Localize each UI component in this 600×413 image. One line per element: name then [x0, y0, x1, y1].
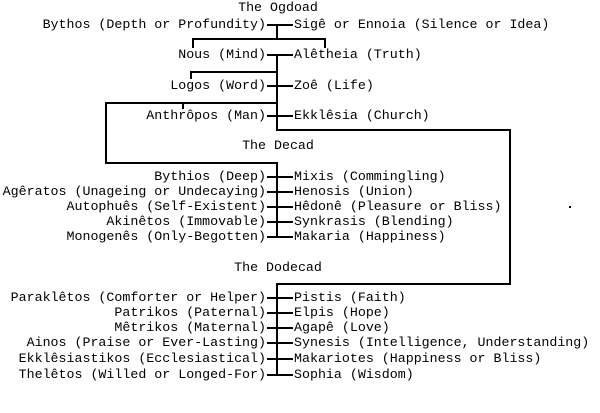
branch-drop [324, 38, 326, 48]
aeon-name-left: Monogenês (Only-Begotten) [66, 229, 267, 244]
aeon-name-right: Alêtheia (Truth) [294, 47, 422, 62]
aeon-name-left: Mêtrikos (Maternal) [114, 320, 266, 335]
branch-bar [190, 71, 278, 73]
right-bend-line [276, 129, 511, 131]
aeon-name-left: Anthrôpos (Man) [146, 108, 266, 123]
stem-line [276, 24, 278, 40]
aeon-name-left: Nous (Mind) [178, 47, 266, 62]
aeon-name-left: Agêratos (Unageing or Undecaying) [2, 184, 266, 199]
aeon-name-left: Paraklêtos (Comforter or Helper) [10, 290, 266, 305]
aeon-name-left: Ainos (Praise or Ever-Lasting) [26, 335, 266, 350]
aeon-name-left: Bythos (Depth or Profundity) [42, 17, 266, 32]
section-title-ogdoad: The Ogdoad [238, 0, 318, 15]
pair-connector-line [267, 221, 293, 223]
stem-line [276, 54, 278, 87]
branch-bar [105, 102, 278, 104]
section-title-decad: The Decad [242, 138, 314, 153]
aeon-name-right: Sigê or Ennoia (Silence or Idea) [294, 17, 550, 32]
aeon-name-left: Autophuês (Self-Existent) [66, 199, 267, 214]
aeon-name-right: Agapê (Love) [294, 320, 390, 335]
aeon-name-right: Sophia (Wisdom) [294, 367, 414, 382]
aeon-name-left: Patrikos (Paternal) [114, 305, 266, 320]
aeon-name-right: Mixis (Commingling) [294, 169, 446, 184]
pair-connector-line [267, 191, 293, 193]
pair-connector-line [267, 54, 293, 56]
stem-line [276, 85, 278, 117]
speck-artifact [569, 206, 571, 208]
pair-connector-line [267, 327, 293, 329]
aeon-name-right: Pistis (Faith) [294, 290, 406, 305]
pair-connector-line [267, 374, 293, 376]
pair-connector-line [267, 297, 293, 299]
branch-drop [190, 71, 192, 79]
pair-connector-line [267, 236, 293, 238]
aeon-name-right: Synkrasis (Blending) [294, 214, 454, 229]
section-title-dodecad: The Dodecad [234, 260, 322, 275]
dodecad-bend-line [276, 283, 511, 285]
stem-line [276, 115, 278, 131]
aeon-name-right: Elpis (Hope) [294, 305, 390, 320]
aeon-name-left: Ekklêsiastikos (Ecclesiastical) [18, 351, 266, 366]
aeon-name-right: Ekklêsia (Church) [294, 108, 430, 123]
branch-drop [192, 38, 194, 48]
right-descent-line [509, 129, 511, 285]
pair-connector-line [267, 358, 293, 360]
aeon-name-right: Synesis (Intelligence, Understanding) [294, 335, 590, 350]
left-descent-line [105, 102, 107, 164]
pair-connector-line [267, 342, 293, 344]
aeon-name-left: Akinêtos (Immovable) [106, 214, 266, 229]
pair-connector-line [267, 176, 293, 178]
branch-drop [182, 102, 184, 109]
aeon-name-right: Henosis (Union) [294, 184, 414, 199]
pair-connector-line [267, 85, 293, 87]
branch-bar [192, 38, 326, 40]
aeon-name-right: Zoê (Life) [294, 78, 374, 93]
pair-connector-line [267, 312, 293, 314]
pair-connector-line [267, 206, 293, 208]
pair-connector-line [267, 115, 293, 117]
pair-connector-line [267, 24, 293, 26]
decad-stem-line [276, 162, 278, 238]
aeon-name-right: Makariotes (Happiness or Bliss) [294, 351, 542, 366]
aeon-name-left: Bythios (Deep) [154, 169, 266, 184]
aeon-name-left: Logos (Word) [170, 78, 266, 93]
aeon-name-right: Makaria (Happiness) [294, 229, 446, 244]
decad-bend-line [105, 162, 278, 164]
dodecad-stem-line [276, 283, 278, 376]
aeon-name-left: Thelêtos (Willed or Longed-For) [18, 367, 266, 382]
aeon-name-right: Hêdonê (Pleasure or Bliss) [294, 199, 502, 214]
